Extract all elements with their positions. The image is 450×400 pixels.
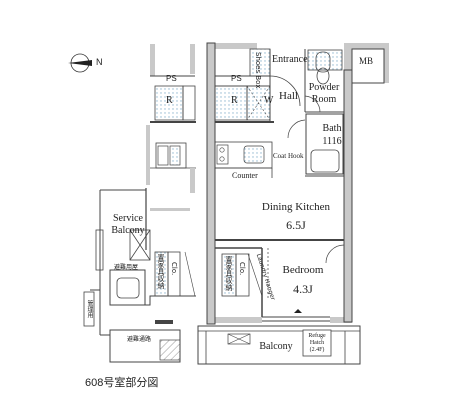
powder-room-label-line1: Powder: [308, 82, 340, 93]
main-unit-walls: [207, 43, 389, 324]
storage-label-neighbor: 置家具収納: [157, 254, 165, 289]
closet-label: Clo.: [238, 262, 246, 276]
powder-room: [304, 51, 331, 113]
dining-kitchen-label: Dining Kitchen: [261, 201, 331, 213]
evacuation-route-label: 避難通路: [127, 336, 152, 343]
balcony-label: Balcony: [259, 341, 293, 352]
service-balcony-label-line1: Service: [113, 213, 143, 224]
bedroom-closets: [221, 244, 345, 313]
mb-label: MB: [359, 56, 374, 66]
dining-kitchen-size-label: 6.5J: [286, 218, 306, 232]
ps-label-neighbor: PS: [166, 74, 177, 83]
shoes-box-label: Shoes Box: [254, 52, 262, 89]
management-pipe-label: 管理用: [86, 300, 93, 318]
w-label: W: [264, 95, 274, 106]
counter-label: Counter: [232, 171, 258, 180]
coat-hook-label: Coat Hook: [273, 152, 304, 160]
entrance-label: Entrance: [272, 54, 308, 65]
unit-caption: 608号室部分図: [85, 377, 159, 389]
closet-label-neighbor: Clo.: [170, 262, 178, 276]
hall-label: Hall: [279, 90, 298, 102]
service-balcony-label-line2: Balcony: [111, 225, 145, 236]
kitchen-counter: [214, 141, 273, 178]
r-label: R: [231, 95, 238, 106]
refuge-hatch-label-line2: Hatch: [309, 340, 325, 346]
compass-icon: [68, 53, 92, 73]
r-label-neighbor: R: [166, 95, 173, 106]
bedroom-size-label: 4.3J: [293, 282, 313, 296]
powder-room-label-line2: Room: [311, 94, 337, 105]
balcony: [197, 325, 361, 365]
neighbor-unit: [83, 44, 196, 363]
storage-label: 置家具収納: [225, 256, 233, 291]
refuge-hatch-label-line1: Refuge: [308, 333, 326, 339]
evacuation-hatch-label: 避難用屋: [114, 264, 139, 271]
compass-north-label: N: [96, 57, 103, 67]
bath-size-label: 1116: [322, 136, 342, 147]
ps-label: PS: [231, 74, 242, 83]
ps-r-area: [214, 85, 271, 121]
bedroom-label: Bedroom: [282, 264, 324, 276]
refuge-hatch-label-line3: (2.4F): [309, 347, 325, 353]
bath: [287, 113, 344, 175]
bath-label: Bath: [322, 123, 342, 134]
